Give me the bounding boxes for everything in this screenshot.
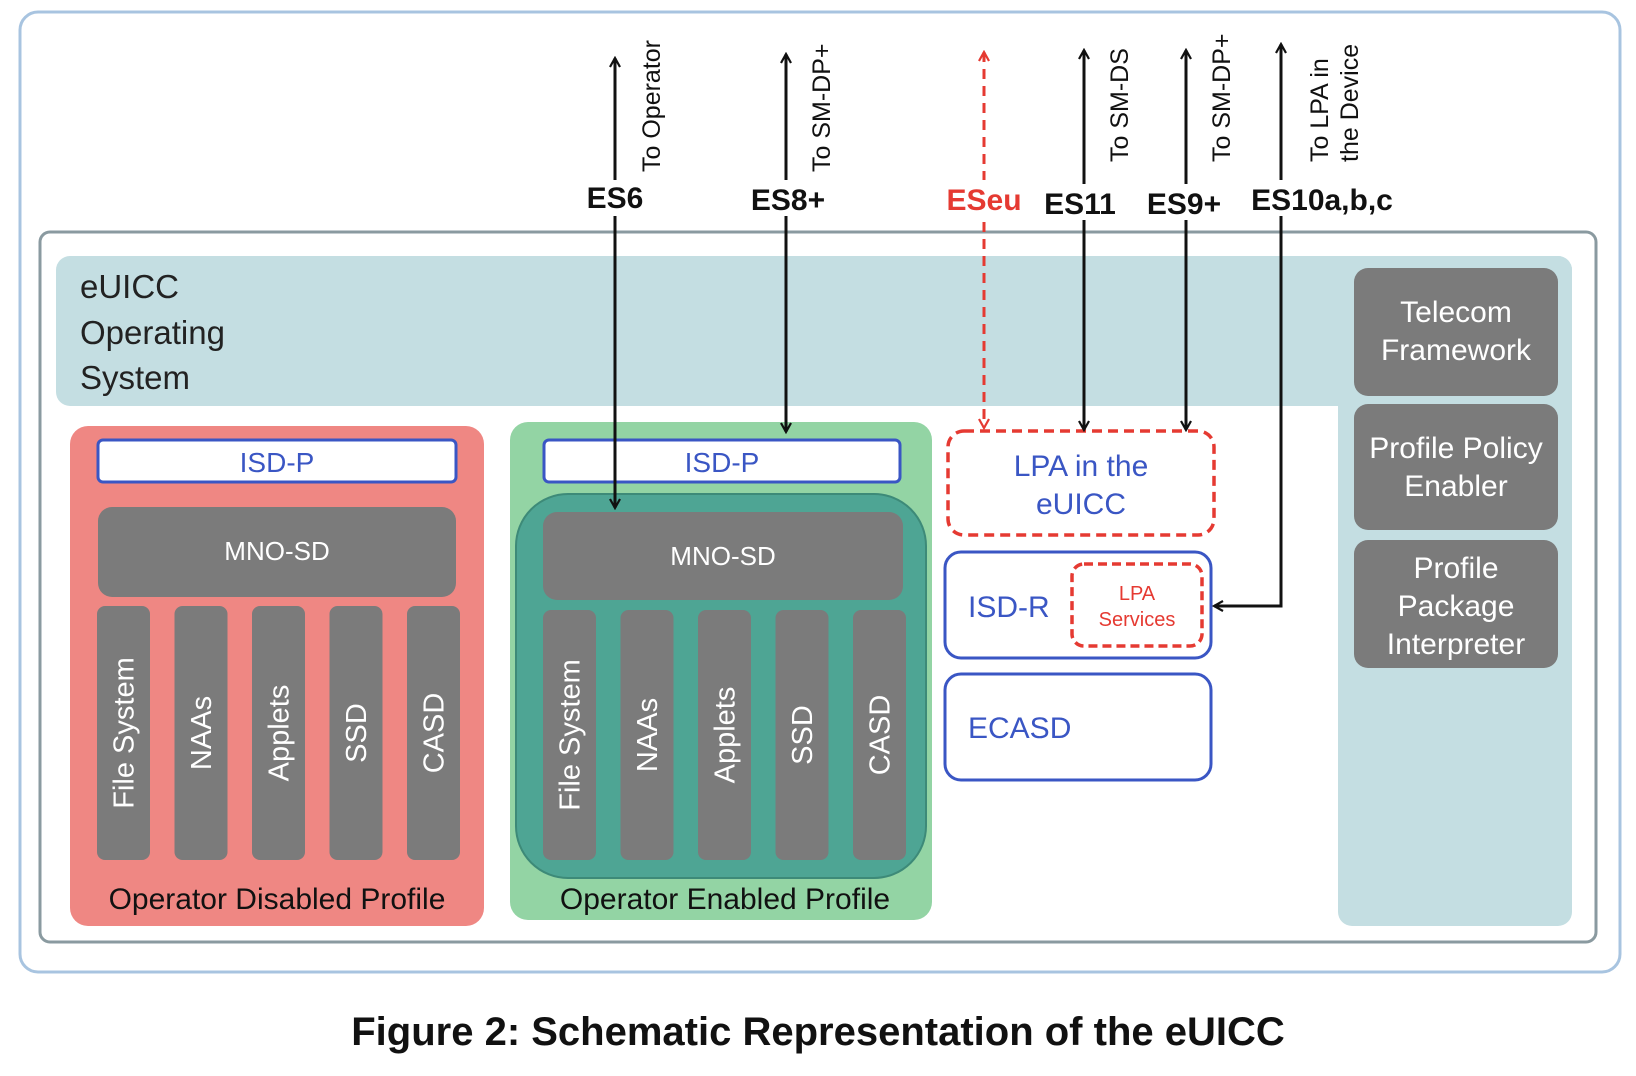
disabled-mno-sd-label: MNO-SD	[224, 536, 329, 566]
es6-destination: To Operator	[638, 40, 666, 172]
es8-destination: To SM-DP+	[808, 43, 836, 172]
disabled-component-box	[97, 606, 150, 860]
ecasd-label: ECASD	[968, 712, 1071, 745]
disabled-component-box	[174, 606, 228, 860]
disabled-isdp-label: ISD-P	[240, 447, 315, 478]
profile-package-interpreter-line2: Package	[1398, 590, 1515, 623]
disabled-component-box	[407, 606, 460, 860]
disabled-component-label: SSD	[341, 703, 373, 763]
enabled-component-label: CASD	[865, 695, 897, 776]
es10-destination-line2: the Device	[1336, 44, 1364, 162]
profile-policy-enabler-box	[1354, 404, 1558, 530]
lpa-euicc-line1: LPA in the	[1014, 450, 1149, 483]
telecom-framework-line2: Framework	[1381, 334, 1532, 367]
es10-destination-line1: To LPA in	[1306, 58, 1334, 162]
es6-label: ES6	[587, 182, 644, 215]
enabled-component-box	[853, 610, 906, 860]
enabled-component-box	[698, 610, 751, 860]
enabled-isdp-box	[542, 438, 902, 484]
enabled-component-label: SSD	[787, 705, 819, 765]
es11-label: ES11	[1044, 188, 1116, 221]
enabled-mno-sd-label: MNO-SD	[670, 541, 775, 571]
profile-policy-enabler-line2: Enabler	[1404, 470, 1507, 503]
disabled-isdp-box	[96, 438, 458, 484]
os-label-line3: System	[80, 359, 190, 396]
disabled-component-box	[252, 606, 305, 860]
enabled-component-box	[543, 610, 596, 860]
enabled-mno-sd-box	[543, 512, 903, 600]
disabled-component-label: Applets	[264, 685, 296, 782]
figure-caption: Figure 2: Schematic Representation of th…	[351, 1010, 1285, 1054]
ecasd-box	[943, 672, 1213, 782]
lpa-services-box	[1070, 562, 1204, 648]
isdr-label: ISD-R	[968, 591, 1050, 624]
telecom-framework-box	[1354, 268, 1558, 396]
telecom-framework-line1: Telecom	[1400, 296, 1512, 329]
enabled-component-label: Applets	[710, 687, 742, 784]
enabled-component-box	[775, 610, 829, 860]
es9-label: ES9+	[1147, 188, 1221, 221]
lpa-euicc-line2: eUICC	[1036, 488, 1126, 521]
os-band	[56, 256, 1572, 406]
profile-policy-enabler-line1: Profile Policy	[1369, 432, 1542, 465]
os-label-line1: eUICC	[80, 268, 179, 305]
disabled-component-label: NAAs	[186, 696, 218, 770]
enabled-component-box	[620, 610, 674, 860]
profile-package-interpreter-box	[1354, 540, 1558, 668]
es9-destination: To SM-DP+	[1208, 33, 1236, 162]
es11-destination: To SM-DS	[1106, 48, 1134, 162]
lpa-services-line2: Services	[1099, 609, 1176, 631]
profile-package-interpreter-line3: Interpreter	[1387, 628, 1525, 661]
enabled-isdp-label: ISD-P	[685, 447, 760, 478]
enabled-profile-label: Operator Enabled Profile	[560, 883, 890, 916]
enabled-component-label: File System	[555, 659, 587, 810]
eseu-label: ESeu	[946, 184, 1021, 217]
disabled-mno-sd-box	[98, 507, 456, 597]
disabled-profile-label: Operator Disabled Profile	[109, 883, 446, 916]
es10-label: ES10a,b,c	[1251, 184, 1393, 217]
disabled-component-label: CASD	[419, 693, 451, 774]
profile-package-interpreter-line1: Profile	[1413, 552, 1498, 585]
disabled-component-label: File System	[109, 657, 141, 808]
disabled-component-box	[329, 606, 383, 860]
es10-arrow	[1214, 44, 1281, 606]
os-label-line2: Operating	[80, 314, 225, 351]
es8-label: ES8+	[751, 184, 825, 217]
euicc-diagram: eUICC Operating System Telecom Framework…	[18, 10, 1622, 974]
enabled-component-label: NAAs	[632, 698, 664, 772]
lpa-services-line1: LPA	[1119, 583, 1156, 605]
